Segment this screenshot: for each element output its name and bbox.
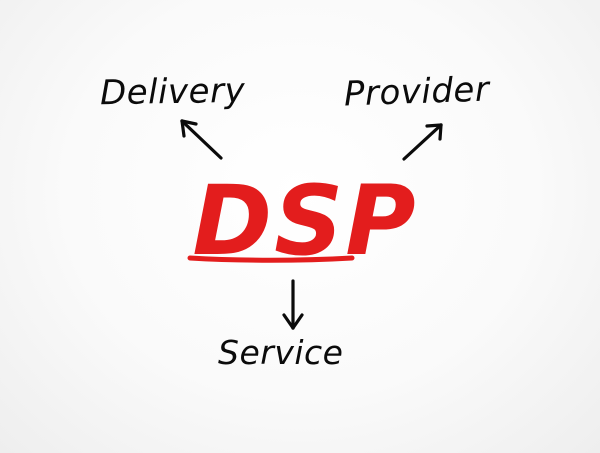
term-service: Service [218,333,344,372]
